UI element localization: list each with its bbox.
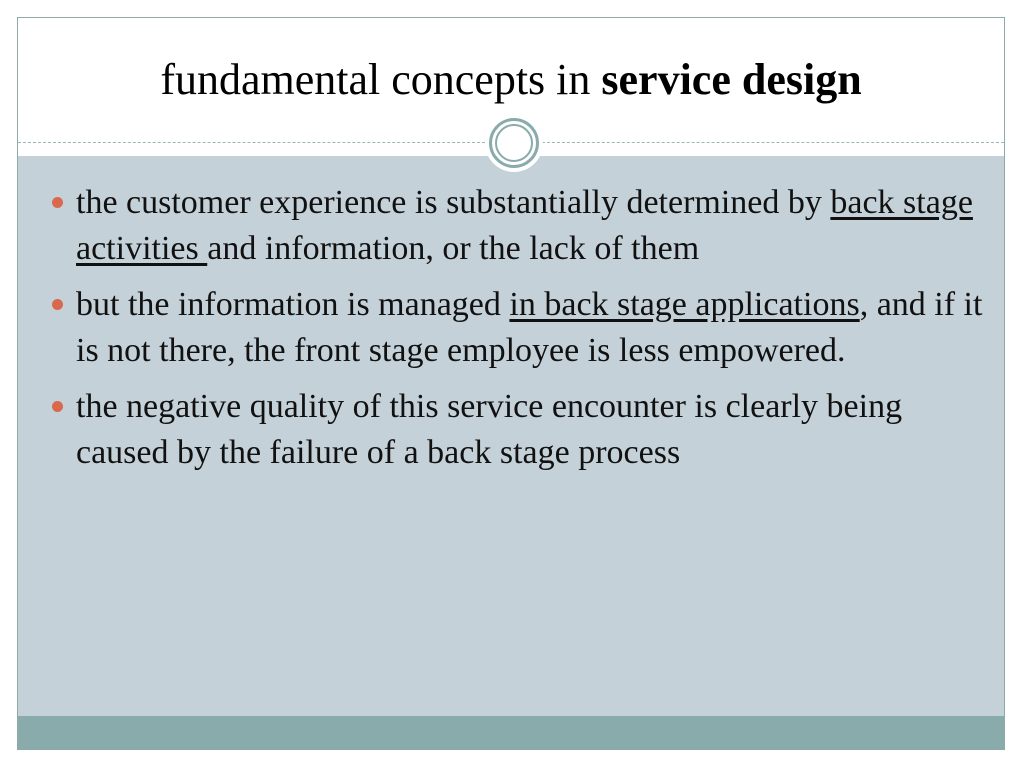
- bullet-dot-icon: [52, 197, 63, 208]
- bullet-underlined-text: in back stage applications: [509, 286, 860, 323]
- slide-title: fundamental concepts in service design: [18, 54, 1004, 106]
- content-area: [18, 156, 1004, 716]
- circle-ornament-inner: [495, 124, 533, 162]
- bullet-item: but the information is managed in back s…: [18, 282, 1004, 374]
- slide-frame: fundamental concepts in service design t…: [17, 17, 1005, 750]
- bullet-list: the customer experience is substantially…: [18, 180, 1004, 486]
- bullet-item: the customer experience is substantially…: [18, 180, 1004, 272]
- bullet-text: the negative quality of this service enc…: [76, 388, 903, 471]
- bullet-text: but the information is managed: [76, 286, 510, 323]
- bullet-text: , and if it is not there, the front stag…: [76, 286, 983, 369]
- bullet-underlined-text: back stage activities: [76, 184, 973, 267]
- title-bold: service design: [601, 55, 862, 104]
- bullet-item: the negative quality of this service enc…: [18, 384, 1004, 476]
- bullet-text: and information, or the lack of them: [207, 230, 700, 267]
- bullet-text: the customer experience is substantially…: [76, 184, 831, 221]
- bullet-dot-icon: [52, 401, 63, 412]
- footer-band: [18, 716, 1004, 749]
- title-plain: fundamental concepts in: [160, 55, 602, 104]
- bullet-dot-icon: [52, 299, 63, 310]
